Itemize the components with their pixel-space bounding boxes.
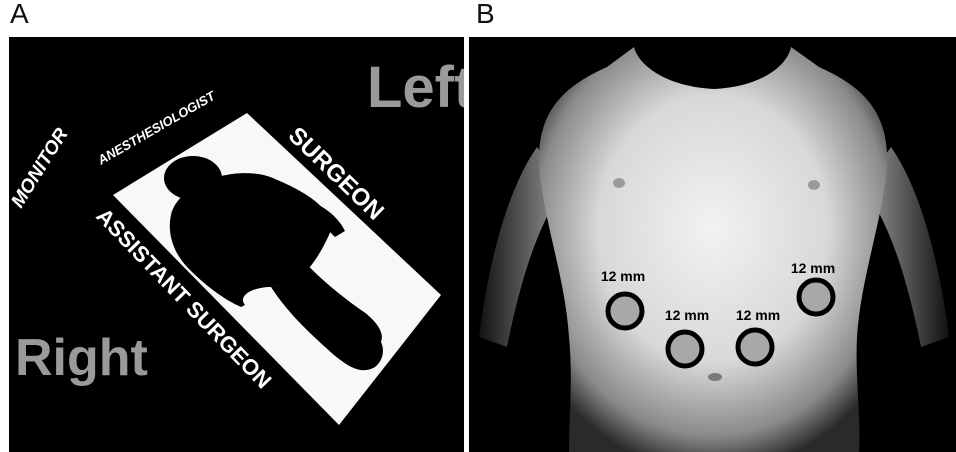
port-label: 12 mm [791,260,835,276]
left-orientation-label: Left [367,55,464,120]
right-orientation-label: Right [15,329,148,387]
right-nipple [808,180,820,190]
panel-b-label: B [476,0,495,30]
navel [708,373,722,381]
port-placement-panel: 12 mm 12 mm 12 mm 12 mm [469,37,956,452]
port-label: 12 mm [665,307,709,323]
port-label: 12 mm [736,307,780,323]
or-setup-panel: Left Right MONITOR ANESTHESIOLOGIST SURG… [9,37,464,452]
or-setup-diagram: Left Right MONITOR ANESTHESIOLOGIST SURG… [9,37,464,452]
panel-a-label: A [10,0,29,30]
left-nipple [613,178,625,188]
port-label: 12 mm [601,268,645,284]
torso [539,47,887,452]
torso-illustration: 12 mm 12 mm 12 mm 12 mm [469,37,956,452]
monitor-label: MONITOR [9,124,73,211]
